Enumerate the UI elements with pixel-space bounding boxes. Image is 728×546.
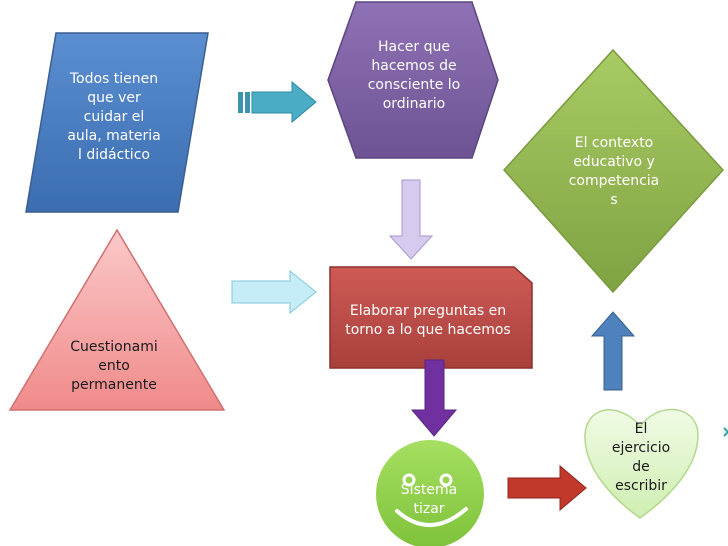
heart-ejercicio [584,408,699,519]
arrow-cuestionamiento-to-elaborar [231,269,317,315]
arrow-todos-to-hacer [238,80,317,124]
rect-elaborar [329,266,533,369]
label-cuestionamiento: Cuestionami ento permanente [70,339,158,393]
arrow-elaborar-to-sistematizar [410,359,458,437]
triangle-cuestionamiento [8,228,226,411]
label-contexto: El contexto educativo y competencia s [568,135,660,208]
label-sistematizar: Sistema tizar [400,482,458,517]
label-ejercicio: El ejercicio de escribir [611,421,671,494]
parallelogram-todos [25,32,209,213]
edge-arrow-fragment [723,427,728,437]
arrow-hacer-to-elaborar [388,179,434,260]
diamond-contexto [502,48,725,294]
label-elaborar: Elaborar preguntas en torno a lo que hac… [345,303,511,338]
hexagon-hacer [327,1,499,159]
smiley-sistematizar [376,440,484,546]
label-todos: Todos tienen que ver cuidar el aula, mat… [67,71,161,163]
arrow-ejercicio-to-contexto [590,311,636,391]
label-hacer: Hacer que hacemos de consciente lo ordin… [367,39,461,112]
arrow-sistematizar-to-ejercicio [507,464,587,512]
